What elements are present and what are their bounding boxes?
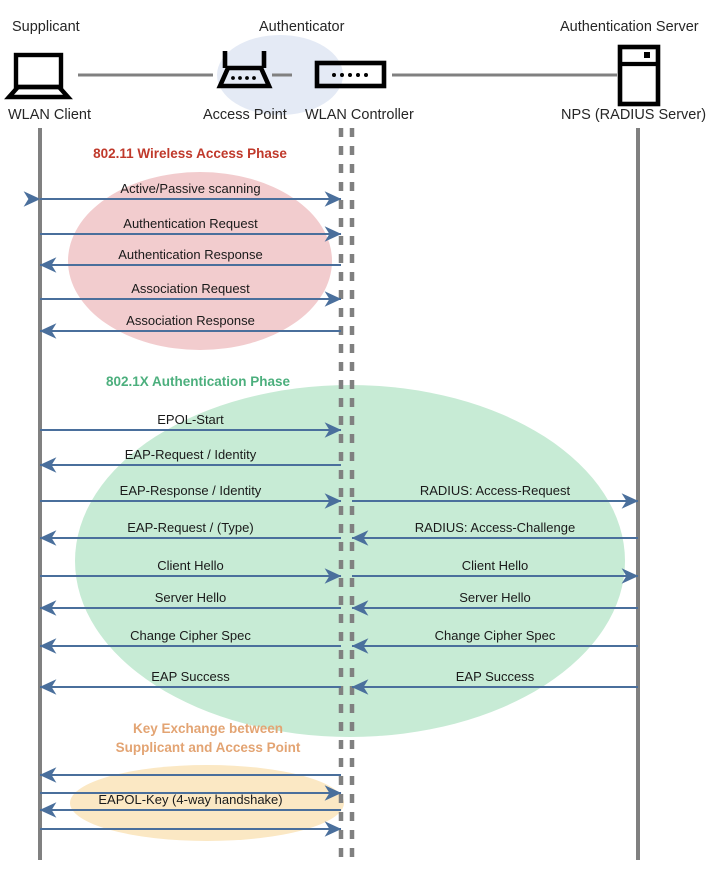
message-label: EAPOL-Key (4-way handshake) <box>98 792 283 807</box>
phase-title-80211: 802.11 Wireless Access Phase <box>93 146 287 161</box>
actor-device-nps: NPS (RADIUS Server) <box>561 107 707 123</box>
message-label: EAP Success <box>151 669 230 684</box>
phase-title-key-exchange-line1: Key Exchange between <box>132 721 284 736</box>
message-label: Authentication Request <box>123 216 258 231</box>
message-label: Association Response <box>126 313 255 328</box>
actor-device-wlan-controller: WLAN Controller <box>305 107 414 123</box>
authenticator-halo <box>217 35 343 115</box>
phase-key-exchange-ellipse <box>70 765 344 841</box>
message-label: Server Hello <box>459 590 531 605</box>
phase-title-8021x: 802.1X Authentication Phase <box>105 374 291 389</box>
message-label: EPOL-Start <box>157 412 224 427</box>
message-label: Active/Passive scanning <box>120 181 261 196</box>
message-label: Association Request <box>131 281 250 296</box>
actor-device-access-point: Access Point <box>203 107 287 123</box>
phase-80211-ellipse <box>68 172 332 350</box>
message-label: EAP-Response / Identity <box>119 483 262 498</box>
actor-role-supplicant: Supplicant <box>12 19 80 35</box>
message-label: EAP-Request / Identity <box>124 447 257 462</box>
message-label: Server Hello <box>154 590 227 605</box>
phase-title-key-exchange-line2: Supplicant and Access Point <box>115 740 301 755</box>
message-label: Authentication Response <box>118 247 263 262</box>
message-label: RADIUS: Access-Request <box>419 483 571 498</box>
message-label: Client Hello <box>461 558 529 573</box>
actor-role-auth-server: Authentication Server <box>560 19 699 35</box>
actor-role-authenticator: Authenticator <box>259 19 345 35</box>
message-label: EAP Success <box>455 669 535 684</box>
actor-device-wlan-client: WLAN Client <box>8 107 91 123</box>
message-label: Client Hello <box>157 558 224 573</box>
message-label: Change Cipher Spec <box>130 628 251 643</box>
message-label: RADIUS: Access-Challenge <box>414 520 576 535</box>
message-label: Change Cipher Spec <box>434 628 556 643</box>
message-label: EAP-Request / (Type) <box>127 520 254 535</box>
